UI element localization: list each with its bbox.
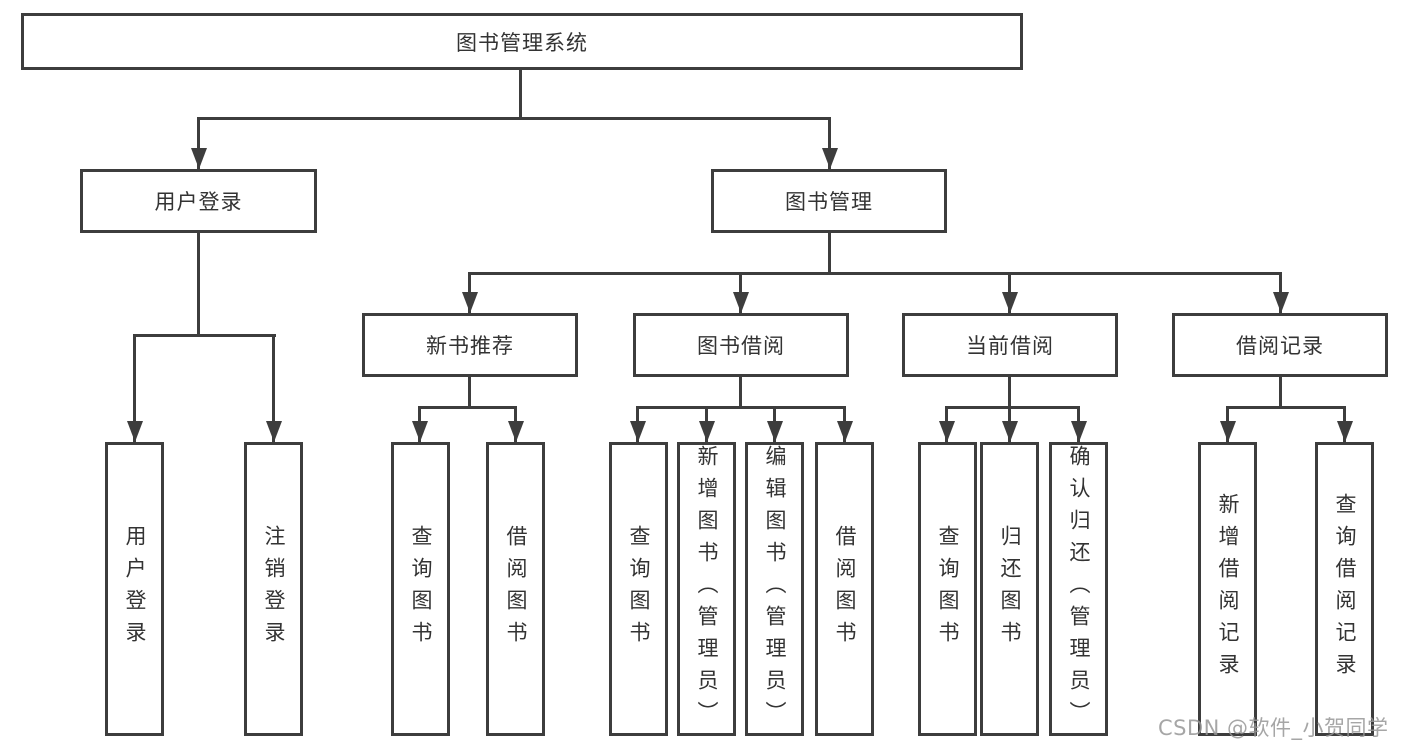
connector-login-stem (197, 233, 200, 337)
arrow-hist-leaf-1 (1226, 406, 1229, 442)
node-new-book-recommendation: 新书推荐 (362, 313, 578, 377)
node-borrowing-records: 借阅记录 (1172, 313, 1388, 377)
connector-cur-stem (1008, 377, 1011, 409)
arrow-rec-leaf-2 (514, 406, 517, 442)
connector-mgmt-stem (828, 233, 831, 275)
arrow-to-user-login (197, 117, 200, 169)
arrow-to-leaf-user-login (133, 334, 136, 442)
arrow-cur-leaf-2 (1008, 406, 1011, 442)
leaf-confirm-return-admin: 确认归还（管理员） (1049, 442, 1108, 736)
connector-hist-bar (1226, 406, 1346, 409)
connector-root-stem (519, 70, 522, 120)
connector-rec-bar (418, 406, 517, 409)
leaf-search-books-borrowing: 查询图书 (609, 442, 668, 736)
connector-rec-stem (468, 377, 471, 409)
connector-cur-bar (945, 406, 1080, 409)
connector-mgmt-bar (468, 272, 1282, 275)
leaf-edit-books-admin: 编辑图书（管理员） (745, 442, 804, 736)
arrow-cur-leaf-3 (1077, 406, 1080, 442)
csdn-watermark: CSDN @软件_小贺同学 (1158, 716, 1389, 740)
connector-login-bar (133, 334, 276, 337)
leaf-borrow-books-recommend: 借阅图书 (486, 442, 545, 736)
leaf-add-books-admin: 新增图书（管理员） (677, 442, 736, 736)
leaf-return-books: 归还图书 (980, 442, 1039, 736)
arrow-to-book-management (828, 117, 831, 169)
connector-bor-stem (739, 377, 742, 409)
arrow-rec-leaf-1 (418, 406, 421, 442)
node-library-system: 图书管理系统 (21, 13, 1023, 70)
leaf-search-borrow-record: 查询借阅记录 (1315, 442, 1374, 736)
leaf-borrow-books: 借阅图书 (815, 442, 874, 736)
leaf-search-books-recommend: 查询图书 (391, 442, 450, 736)
leaf-user-login: 用户登录 (105, 442, 164, 736)
node-book-management: 图书管理 (711, 169, 947, 233)
arrow-to-leaf-logout (272, 334, 275, 442)
arrow-bor-leaf-1 (636, 406, 639, 442)
arrow-bor-leaf-4 (843, 406, 846, 442)
node-user-login: 用户登录 (80, 169, 317, 233)
arrow-bor-leaf-2 (705, 406, 708, 442)
leaf-search-books-current: 查询图书 (918, 442, 977, 736)
connector-root-bar (197, 117, 831, 120)
leaf-add-borrow-record: 新增借阅记录 (1198, 442, 1257, 736)
connector-hist-stem (1279, 377, 1282, 409)
connector-bor-bar (636, 406, 846, 409)
arrow-to-recommendation (468, 272, 471, 313)
arrow-to-records (1279, 272, 1282, 313)
node-current-borrowing: 当前借阅 (902, 313, 1118, 377)
arrow-to-current (1008, 272, 1011, 313)
arrow-hist-leaf-2 (1343, 406, 1346, 442)
arrow-bor-leaf-3 (773, 406, 776, 442)
leaf-logout: 注销登录 (244, 442, 303, 736)
node-book-borrowing: 图书借阅 (633, 313, 849, 377)
arrow-to-borrowing (739, 272, 742, 313)
arrow-cur-leaf-1 (945, 406, 948, 442)
